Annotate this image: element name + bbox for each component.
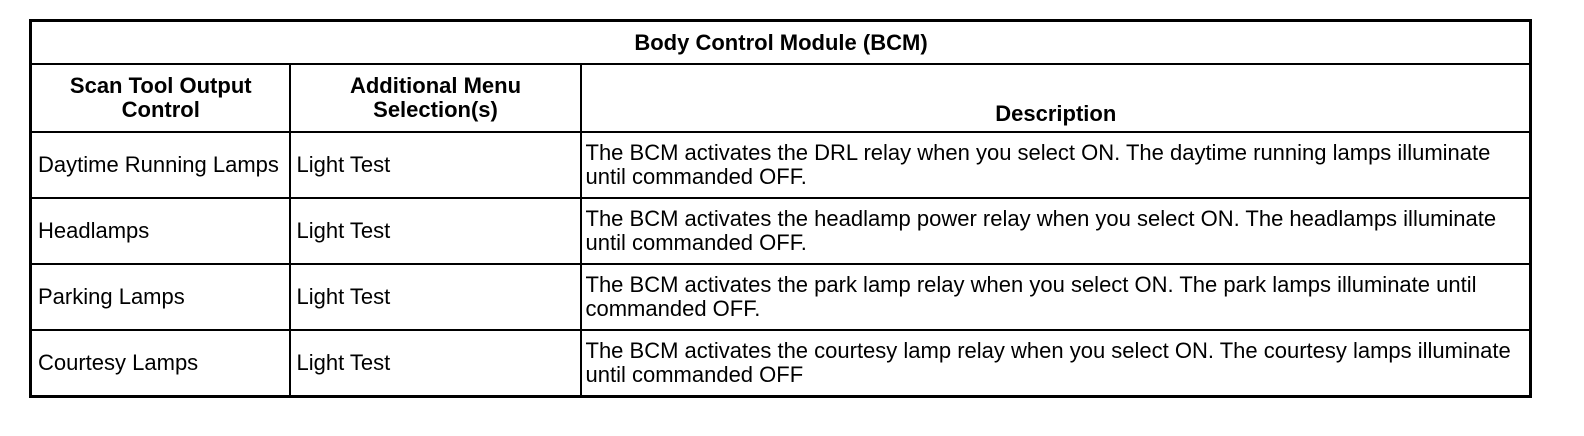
cell-menu-selections: Light Test xyxy=(288,263,582,331)
cell-description: The BCM activates the DRL relay when you… xyxy=(579,131,1532,199)
cell-description: The BCM activates the park lamp relay wh… xyxy=(579,263,1532,331)
table-row: Headlamps Light Test The BCM activates t… xyxy=(29,197,1532,265)
cell-description: The BCM activates the headlamp power rel… xyxy=(579,197,1532,265)
table-title: Body Control Module (BCM) xyxy=(29,19,1532,65)
cell-output-control: Courtesy Lamps xyxy=(29,329,291,398)
cell-menu-selections: Light Test xyxy=(288,197,582,265)
table-title-row: Body Control Module (BCM) xyxy=(29,19,1532,65)
cell-output-control: Daytime Running Lamps xyxy=(29,131,291,199)
column-header-menu-selections: Additional Menu Selection(s) xyxy=(288,63,582,133)
cell-output-control: Parking Lamps xyxy=(29,263,291,331)
bcm-output-control-table: Body Control Module (BCM) Scan Tool Outp… xyxy=(29,19,1533,398)
cell-menu-selections: Light Test xyxy=(288,131,582,199)
cell-description: The BCM activates the courtesy lamp rela… xyxy=(579,329,1532,398)
column-header-output-control: Scan Tool Output Control xyxy=(29,63,291,133)
cell-menu-selections: Light Test xyxy=(288,329,582,398)
table-header-row: Scan Tool Output Control Additional Menu… xyxy=(29,63,1532,133)
table-row: Parking Lamps Light Test The BCM activat… xyxy=(29,263,1532,331)
table-row: Daytime Running Lamps Light Test The BCM… xyxy=(29,131,1532,199)
cell-output-control: Headlamps xyxy=(29,197,291,265)
table-row: Courtesy Lamps Light Test The BCM activa… xyxy=(29,329,1532,398)
column-header-description: Description xyxy=(579,63,1532,133)
